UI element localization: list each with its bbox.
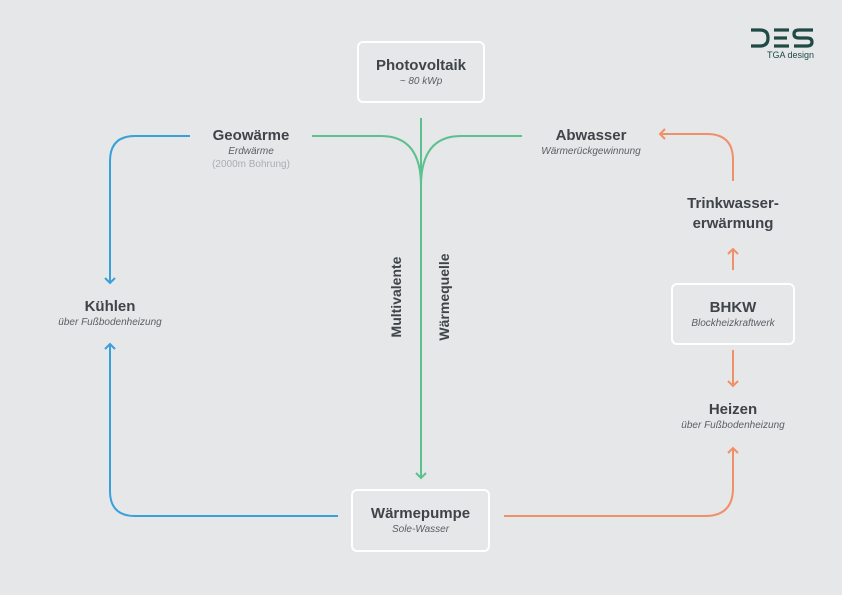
abwasser-title: Abwasser	[555, 127, 627, 144]
logo-subtitle: TGA design	[766, 50, 814, 60]
geowaerme-sub2: (2000m Bohrung)	[212, 159, 290, 170]
heizen-title: Heizen	[708, 401, 758, 418]
heizen-node: Heizen über Fußbodenheizung	[663, 401, 803, 432]
green-line-geowaerme	[312, 135, 422, 187]
abwasser-node: Abwasser Wärmerückgewinnung	[521, 127, 661, 158]
photovoltaik-sub: ~ 80 kWp	[399, 75, 443, 87]
geowaerme-title: Geowärme	[212, 127, 290, 144]
geowaerme-sub: Erdwärme	[228, 146, 274, 157]
trinkwasser-title-line1: Trinkwasser-	[687, 195, 779, 212]
vertical-label-multivalente: Multivalente	[388, 256, 404, 338]
bhkw-title: BHKW	[709, 298, 757, 316]
waermepumpe-node: Wärmepumpe Sole-Wasser	[351, 489, 490, 552]
kuehlen-node: Kühlen über Fußbodenheizung	[40, 298, 180, 329]
orange-line-trinkwasser-to-abwasser	[658, 128, 734, 181]
photovoltaik-title: Photovoltaik	[375, 56, 466, 74]
des-logo	[751, 28, 814, 48]
photovoltaik-node: Photovoltaik ~ 80 kWp	[357, 41, 485, 103]
green-line-abwasser	[420, 135, 522, 187]
blue-line-geowaerme-to-kuehlen	[104, 135, 190, 285]
trinkwasser-title-line2: erwärmung	[692, 215, 774, 232]
kuehlen-sub: über Fußbodenheizung	[58, 317, 162, 328]
blue-line-waermepumpe-to-kuehlen	[104, 342, 338, 517]
bhkw-sub: Blockheizkraftwerk	[691, 317, 775, 329]
waermepumpe-title: Wärmepumpe	[370, 505, 471, 522]
waermepumpe-sub: Sole-Wasser	[391, 524, 450, 535]
orange-line-waermepumpe-to-heizen	[504, 446, 739, 517]
geowaerme-node: Geowärme Erdwärme (2000m Bohrung)	[191, 127, 311, 172]
vertical-label-waermequelle: Wärmequelle	[436, 253, 452, 341]
heizen-sub: über Fußbodenheizung	[681, 420, 785, 431]
bhkw-node: BHKW Blockheizkraftwerk	[671, 283, 795, 345]
trinkwasser-node: Trinkwasser- erwärmung	[672, 193, 794, 233]
abwasser-sub: Wärmerückgewinnung	[541, 146, 641, 157]
kuehlen-title: Kühlen	[84, 298, 136, 315]
